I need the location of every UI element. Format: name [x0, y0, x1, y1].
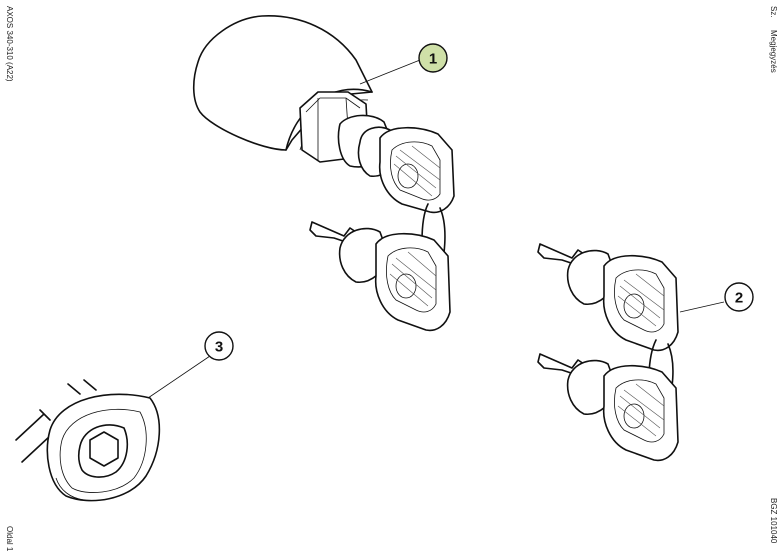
- leader-line-2: [679, 301, 725, 313]
- spare-key-1: [309, 221, 451, 332]
- callout-number: 3: [215, 339, 223, 356]
- bezel-ring-3: [15, 379, 161, 502]
- callout-3[interactable]: 3: [204, 331, 234, 361]
- callout-number: 1: [429, 51, 437, 68]
- callout-number: 2: [735, 290, 743, 307]
- ignition-switch: [192, 15, 455, 214]
- key-set-2: [537, 243, 679, 462]
- callout-circle: [418, 43, 448, 73]
- callout-1[interactable]: 1: [418, 43, 448, 73]
- callout-circle: [204, 331, 234, 361]
- callout-2[interactable]: 2: [724, 282, 754, 312]
- leader-line-3: [147, 355, 211, 399]
- callout-circle: [724, 282, 754, 312]
- leader-line-1: [359, 59, 421, 85]
